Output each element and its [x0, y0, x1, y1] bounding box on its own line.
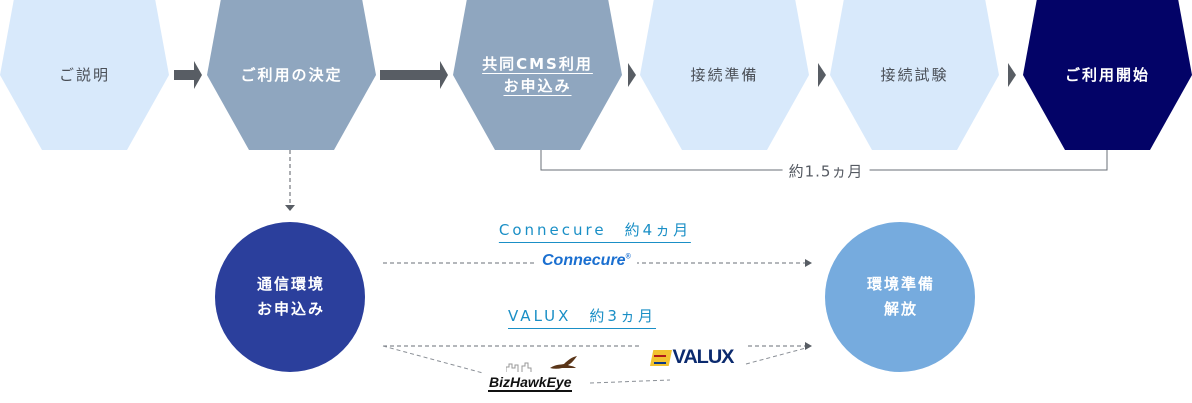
step-label-line: ご利用開始	[1064, 66, 1151, 84]
step-hexagon-3	[453, 0, 622, 150]
bizhawk-route-in	[382, 345, 484, 374]
step-label-row: 共同CMS利用	[482, 53, 593, 75]
step-label-line[interactable]: お申込み	[503, 77, 572, 95]
connecure-route-link[interactable]: Connecure 約4ヵ月	[498, 219, 692, 243]
registered-mark: ®	[625, 253, 631, 261]
step-arrow-icon-1	[174, 61, 202, 89]
circle-network-application	[215, 222, 365, 372]
bizhawk-to-valux-route	[745, 347, 807, 365]
step-hexagon-4	[640, 0, 809, 150]
step-label-3[interactable]: 共同CMS利用お申込み	[482, 53, 593, 97]
step-label-6: ご利用開始	[1065, 64, 1150, 86]
bizhawk-route-out	[589, 379, 671, 384]
step-label-line: ご利用の決定	[240, 66, 343, 84]
valux-logo: VALUX	[650, 347, 735, 369]
bizhawkeye-logo-text: BizHawkEye	[488, 374, 573, 392]
valux-logo-text: VALUX	[672, 347, 735, 368]
step-label-1: ご説明	[59, 64, 110, 86]
down-arrowhead	[285, 205, 295, 211]
step-arrow-icon-4	[818, 63, 826, 87]
step-arrow-icon-2	[380, 61, 448, 89]
step-arrow-icon-5	[1008, 63, 1016, 87]
circle-environment-release	[825, 222, 975, 372]
step-label-row: お申込み	[482, 75, 593, 97]
step-label-line[interactable]: 共同CMS利用	[482, 55, 593, 73]
step-label-line: 接続準備	[690, 66, 759, 84]
circle-right-line-1: 環境準備	[866, 275, 936, 293]
step-label-5: 接続試験	[880, 64, 948, 86]
step-hexagon-1	[0, 0, 169, 150]
connecure-logo-text: Connecure	[542, 252, 626, 269]
step-label-row: ご説明	[59, 64, 110, 86]
step-label-row: 接続試験	[880, 64, 948, 86]
valux-route-arrowhead	[805, 342, 812, 350]
circle-left-line-1: 通信環境	[256, 275, 326, 293]
step-label-row: ご利用開始	[1065, 64, 1150, 86]
step-arrow-icon-3	[628, 63, 636, 87]
step-hexagon-6	[1023, 0, 1192, 150]
step-label-row: 接続準備	[690, 64, 758, 86]
duration-main-label: 約1.5ヵ月	[782, 160, 870, 182]
circle-left-line-2: お申込み	[256, 300, 326, 318]
step-hexagon-2	[207, 0, 376, 150]
step-label-line: ご説明	[58, 66, 111, 84]
step-hexagon-5	[830, 0, 999, 150]
step-label-2: ご利用の決定	[240, 64, 342, 86]
hawk-icon	[550, 356, 578, 369]
valux-arrows-icon	[650, 350, 672, 366]
connecure-logo: Connecure®	[536, 252, 637, 270]
step-label-row: ご利用の決定	[240, 64, 342, 86]
city-skyline-icon	[506, 362, 532, 372]
circle-network-application-label: 通信環境 お申込み	[257, 272, 325, 322]
valux-route-link[interactable]: VALUX 約3ヵ月	[508, 305, 656, 329]
connecure-route-arrowhead	[805, 259, 812, 267]
circle-right-line-2: 解放	[883, 300, 919, 318]
step-label-4: 接続準備	[690, 64, 758, 86]
circle-environment-release-label: 環境準備 解放	[867, 272, 935, 322]
bizhawkeye-logo: BizHawkEye	[488, 356, 578, 392]
step-label-line: 接続試験	[880, 66, 949, 84]
